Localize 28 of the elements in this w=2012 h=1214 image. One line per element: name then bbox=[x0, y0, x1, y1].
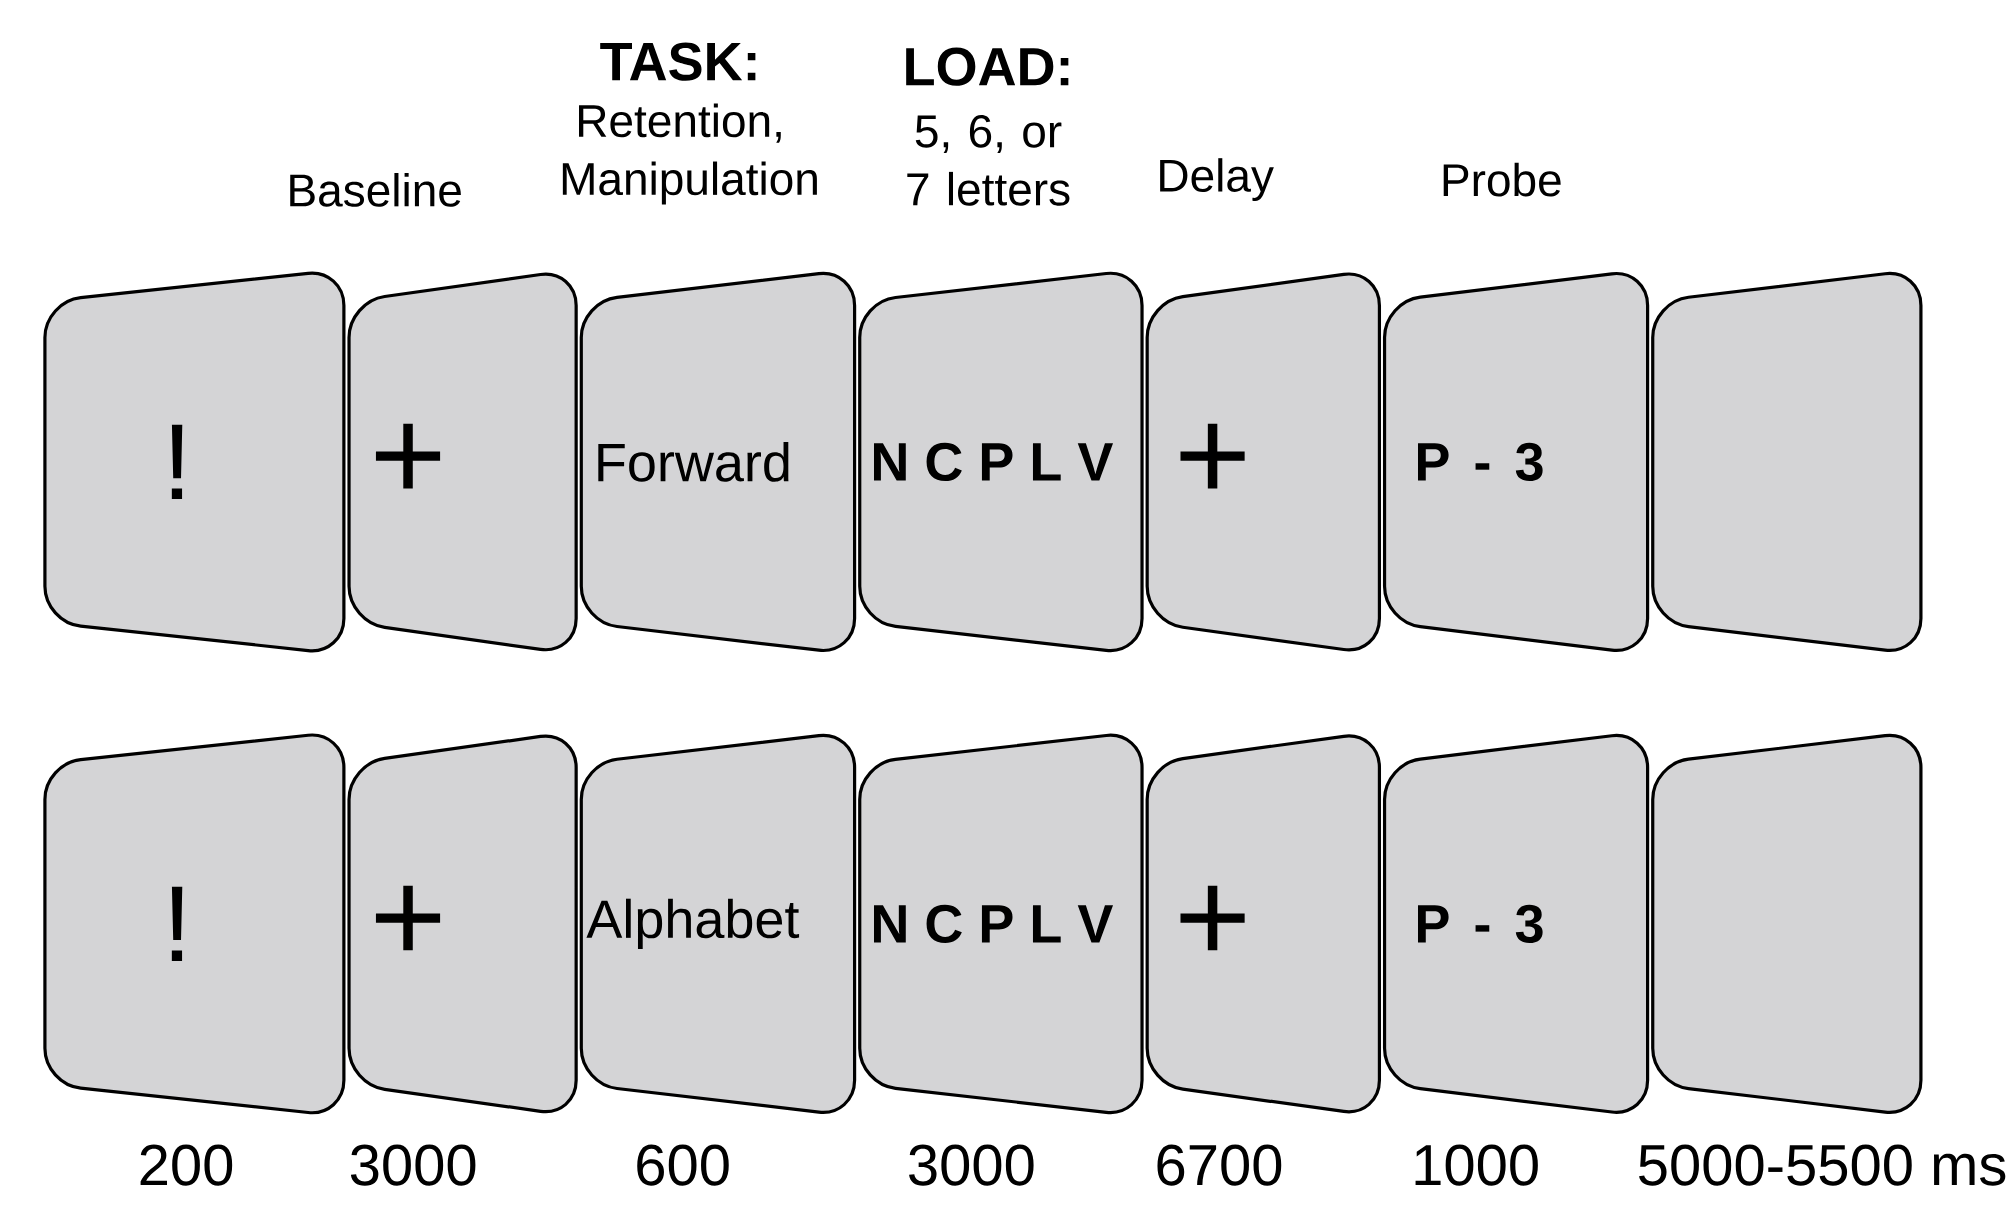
duration-label: 600 bbox=[637, 1144, 729, 1186]
duration-label: 200 bbox=[140, 1144, 233, 1186]
phase-label: Retention, Manipulation bbox=[562, 103, 817, 205]
screen-panel: N C P L V bbox=[858, 271, 1144, 653]
screen-panel bbox=[1651, 733, 1923, 1114]
duration-label: 3000 bbox=[350, 1144, 476, 1186]
duration-label: 6700 bbox=[1157, 1144, 1282, 1186]
screen-panel: P - 3 bbox=[1382, 733, 1650, 1114]
heading-text: TASK: bbox=[600, 42, 756, 81]
phase-label: Baseline bbox=[290, 173, 461, 207]
duration-label: 5000-5500 ms bbox=[1639, 1144, 2006, 1186]
duration-label: 3000 bbox=[909, 1144, 1034, 1186]
screen-panel: + bbox=[347, 272, 578, 652]
phase-label: Delay bbox=[1160, 158, 1274, 202]
screen-panel: N C P L V bbox=[858, 733, 1144, 1115]
screen-panel: + bbox=[1145, 272, 1381, 652]
screen-panel: Forward bbox=[579, 271, 857, 653]
screen-panel bbox=[1651, 271, 1923, 653]
screen-panel: Alphabet bbox=[579, 733, 857, 1115]
screen-panel: + bbox=[347, 734, 578, 1114]
heading-text: LOAD: bbox=[906, 47, 1069, 86]
duration-label: 1000 bbox=[1415, 1144, 1538, 1186]
phase-label: Probe bbox=[1443, 162, 1561, 197]
screen-panel: ! bbox=[43, 271, 346, 653]
phase-label: 5, 6, or 7 letters bbox=[907, 115, 1070, 206]
screen-panel: ! bbox=[43, 733, 346, 1115]
screen-panel: + bbox=[1145, 734, 1381, 1114]
screen-panel: P - 3 bbox=[1382, 272, 1650, 652]
